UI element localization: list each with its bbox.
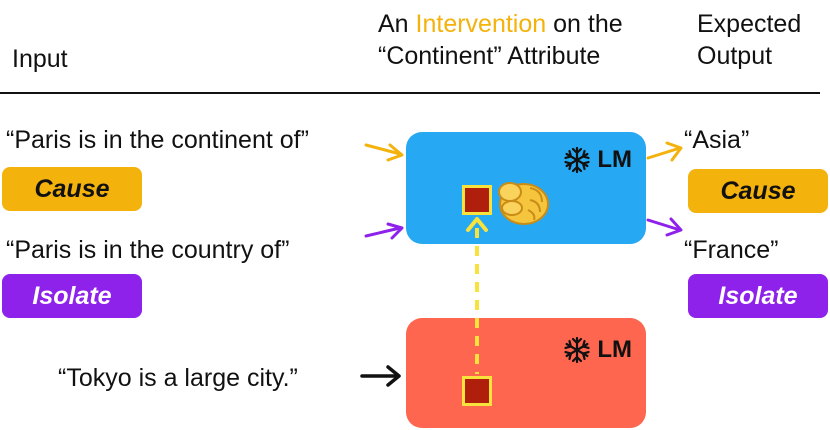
snowflake-icon xyxy=(564,336,590,364)
header-intervention-line2: “Continent” Attribute xyxy=(378,42,601,70)
cause-tag-output: Cause xyxy=(688,169,828,213)
isolate-tag-output: Isolate xyxy=(688,274,828,318)
lm-text-top: LM xyxy=(597,146,632,173)
input-prompt-country: “Paris is in the country of” xyxy=(6,236,290,264)
lm-text-bottom: LM xyxy=(597,336,632,363)
lm-source-box: LM xyxy=(406,318,646,428)
header-expected-line2: Output xyxy=(697,42,773,70)
header-intervention-suffix: on the xyxy=(546,10,623,38)
input-prompt-continent: “Paris is in the continent of” xyxy=(6,126,309,154)
arrow-france-out xyxy=(646,217,683,237)
pinch-hand-icon xyxy=(498,182,549,225)
snowflake-icon xyxy=(564,146,590,174)
intervention-node-target xyxy=(462,185,492,215)
header-intervention: An Intervention on the “Continent” Attri… xyxy=(378,8,623,72)
lm-label-bottom: LM xyxy=(563,336,632,364)
intervention-node-source xyxy=(462,376,492,406)
patch-arrowhead xyxy=(466,217,488,232)
header-expected-line1: Expected xyxy=(697,10,802,38)
arrow-country-in xyxy=(364,222,404,240)
lm-label-top: LM xyxy=(563,146,632,174)
header-expected-output: Expected Output xyxy=(697,8,801,72)
header-intervention-accent: Intervention xyxy=(415,10,547,38)
arrow-asia-out xyxy=(646,141,683,162)
header-intervention-prefix: An xyxy=(378,10,416,38)
header-input: Input xyxy=(12,45,68,73)
isolate-tag-input: Isolate xyxy=(2,274,142,318)
arrow-continent-in xyxy=(364,143,404,162)
input-prompt-source: “Tokyo is a large city.” xyxy=(58,364,298,392)
output-asia: “Asia” xyxy=(684,126,750,154)
cause-tag-input: Cause xyxy=(2,167,142,211)
header-divider xyxy=(0,92,820,94)
arrow-source-in xyxy=(360,365,401,387)
output-france: “France” xyxy=(684,236,779,264)
